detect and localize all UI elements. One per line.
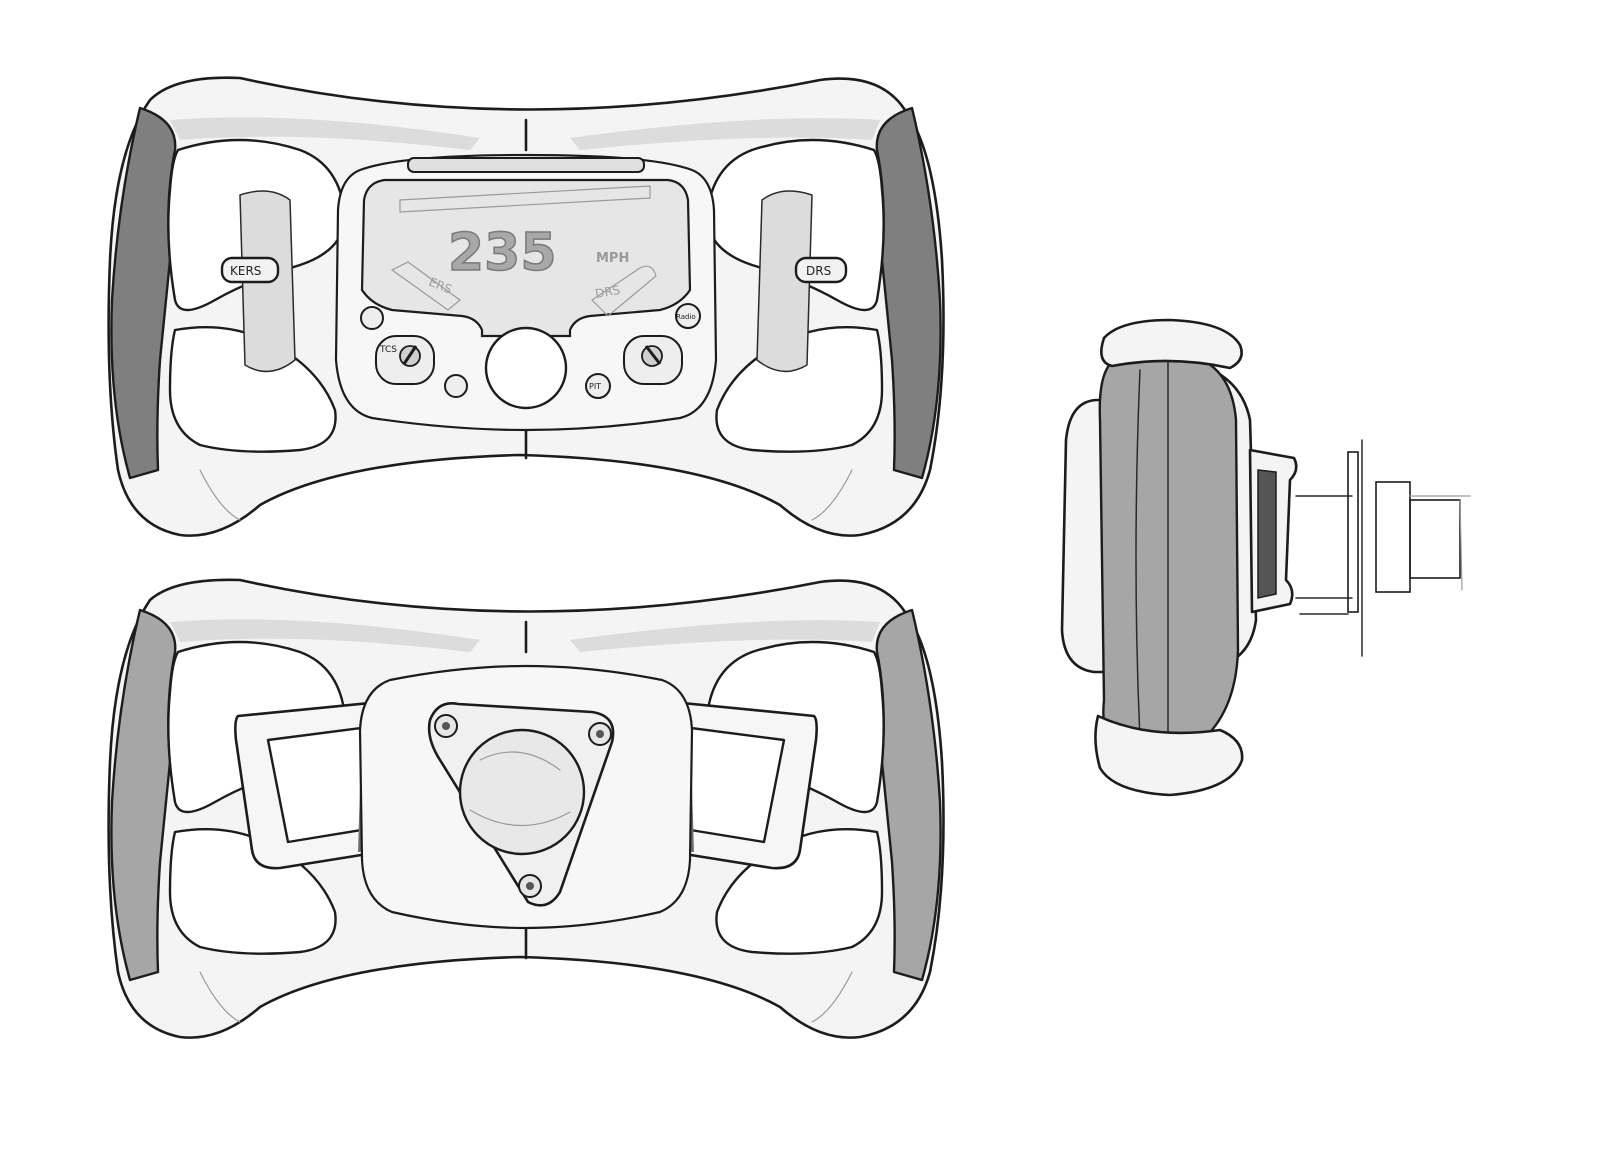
quick-release-hub[interactable] [458, 728, 586, 856]
drs-label: DRS [806, 264, 831, 278]
left-grip-back [110, 608, 177, 982]
small-button-top-left[interactable] [360, 306, 384, 330]
kers-button[interactable]: KERS [220, 256, 280, 284]
pit-button[interactable]: PIT [585, 373, 611, 399]
steering-shaft [1295, 439, 1471, 657]
drs-button[interactable]: DRS [794, 256, 848, 284]
drs-screen-label: DRS [594, 283, 621, 301]
rev-led-bar [407, 157, 645, 173]
speed-readout: 235 [448, 223, 557, 283]
center-hub-button[interactable] [484, 326, 568, 410]
radio-label: Radio [676, 313, 696, 321]
right-grip-back [875, 608, 942, 982]
left-grip [110, 106, 177, 480]
small-button-bottom-left[interactable] [444, 374, 468, 398]
pit-label: PIT [589, 382, 601, 391]
speed-unit: MPH [596, 251, 629, 266]
kers-label: KERS [230, 264, 261, 278]
wheel-front-view: 235 MPH ERS DRS TCS PIT Radio [107, 76, 945, 537]
wheel-back-view [107, 578, 945, 1039]
right-rotary-knob[interactable] [623, 335, 683, 385]
tcs-label: TCS [379, 345, 397, 355]
side-grip [1098, 351, 1240, 754]
radio-button[interactable]: Radio [675, 303, 701, 329]
tcs-rotary-knob[interactable]: TCS [375, 335, 435, 385]
right-grip [875, 106, 942, 480]
wheel-side-view [1060, 318, 1471, 797]
display-screen [360, 178, 692, 338]
